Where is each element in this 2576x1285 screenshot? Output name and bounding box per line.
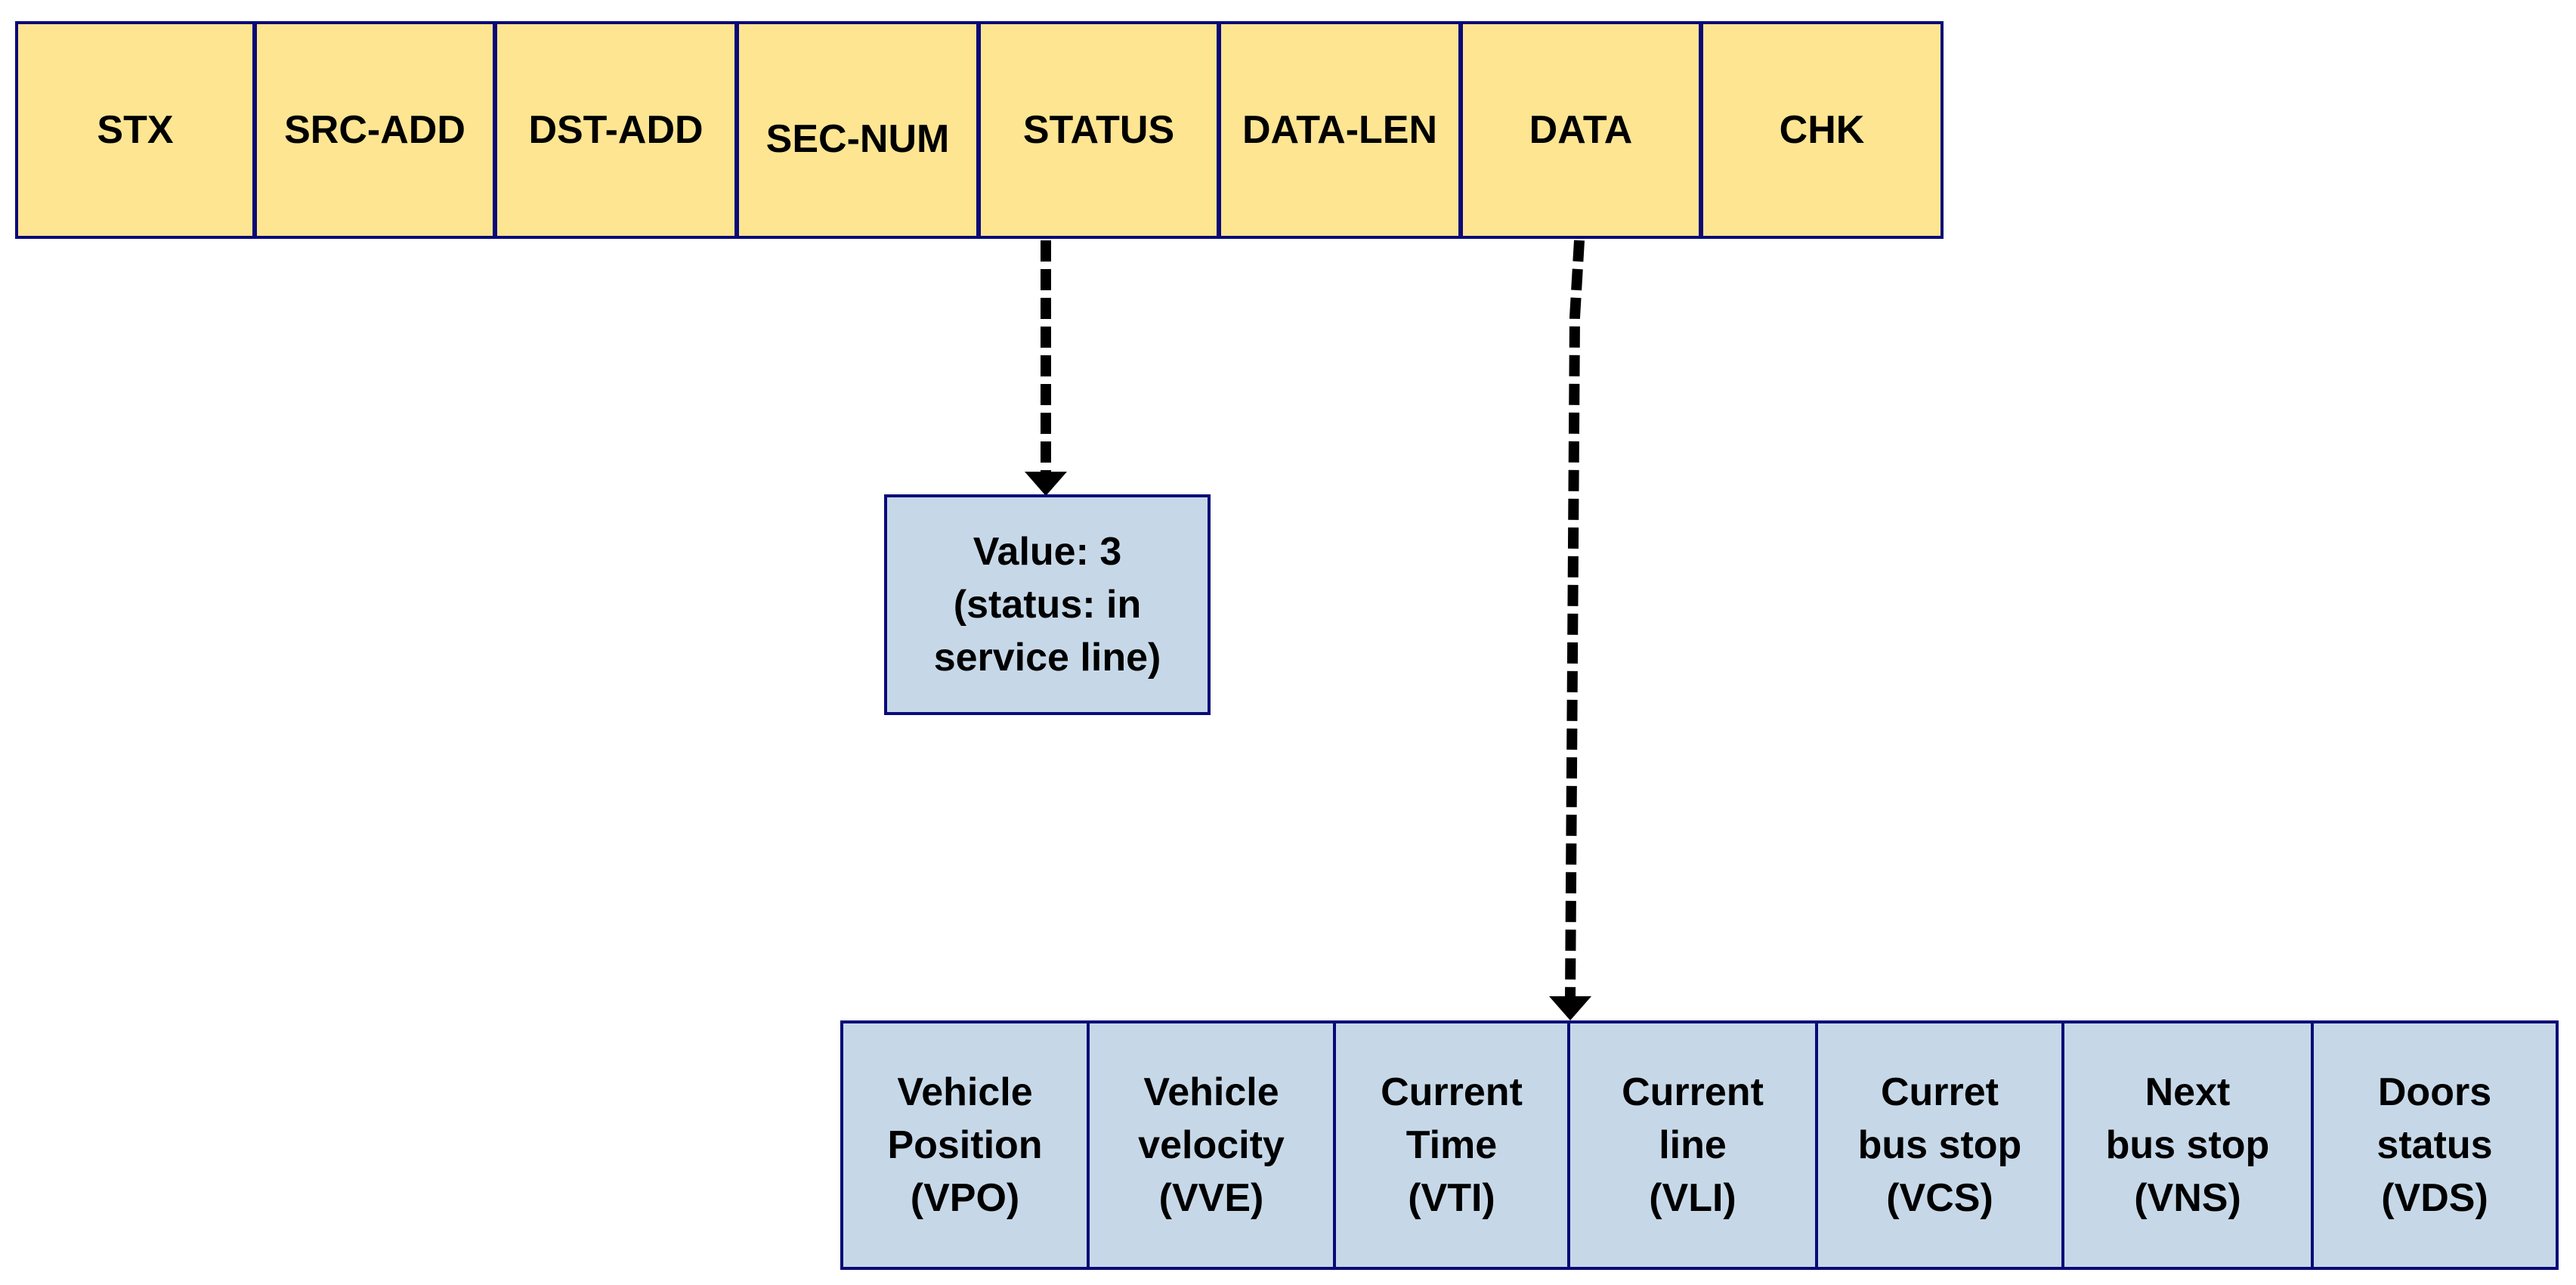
status-detail-text: Value: 3 (status: in service line)	[933, 530, 1161, 680]
frame-field-sec-num: SEC-NUM	[736, 21, 979, 239]
data-field-label: Curret bus stop (VCS)	[1857, 1070, 2022, 1220]
frame-field-data: DATA	[1460, 21, 1702, 239]
data-field-label: Current Time (VTI)	[1381, 1070, 1523, 1220]
frame-field-data-len: DATA-LEN	[1218, 21, 1461, 239]
frame-field-status: STATUS	[978, 21, 1220, 239]
data-field-label: Doors status (VDS)	[2377, 1070, 2493, 1220]
data-field-vve: Vehicle velocity (VVE)	[1087, 1020, 1336, 1270]
frame-field-src-add: SRC-ADD	[254, 21, 496, 239]
data-field-label: Current line (VLI)	[1622, 1070, 1764, 1220]
frame-field-label: DATA	[1529, 108, 1633, 152]
frame-field-chk: CHK	[1700, 21, 1944, 239]
data-field-vpo: Vehicle Position (VPO)	[840, 1020, 1090, 1270]
frame-field-label: CHK	[1779, 108, 1865, 152]
data-field-label: Next bus stop (VNS)	[2105, 1070, 2270, 1220]
frame-field-label: SRC-ADD	[284, 108, 465, 152]
frame-field-stx: STX	[15, 21, 255, 239]
data-connector-line	[1565, 240, 1585, 999]
data-field-label: Vehicle velocity (VVE)	[1138, 1070, 1285, 1220]
frame-field-label: DST-ADD	[528, 108, 704, 152]
frame-field-label: DATA-LEN	[1242, 108, 1438, 152]
status-detail-box: Value: 3 (status: in service line)	[884, 494, 1211, 715]
frame-field-label: STX	[97, 108, 174, 152]
frame-field-label: STATUS	[1022, 108, 1175, 152]
frame-field-label: SEC-NUM	[765, 117, 950, 161]
data-arrowhead-icon	[1549, 996, 1591, 1020]
data-field-vds: Doors status (VDS)	[2311, 1020, 2559, 1270]
data-field-vns: Next bus stop (VNS)	[2061, 1020, 2314, 1270]
data-field-vli: Current line (VLI)	[1567, 1020, 1818, 1270]
status-arrowhead-icon	[1025, 472, 1067, 496]
data-field-vti: Current Time (VTI)	[1333, 1020, 1570, 1270]
data-field-vcs: Curret bus stop (VCS)	[1815, 1020, 2064, 1270]
data-field-label: Vehicle Position (VPO)	[887, 1070, 1043, 1220]
frame-field-dst-add: DST-ADD	[494, 21, 738, 239]
